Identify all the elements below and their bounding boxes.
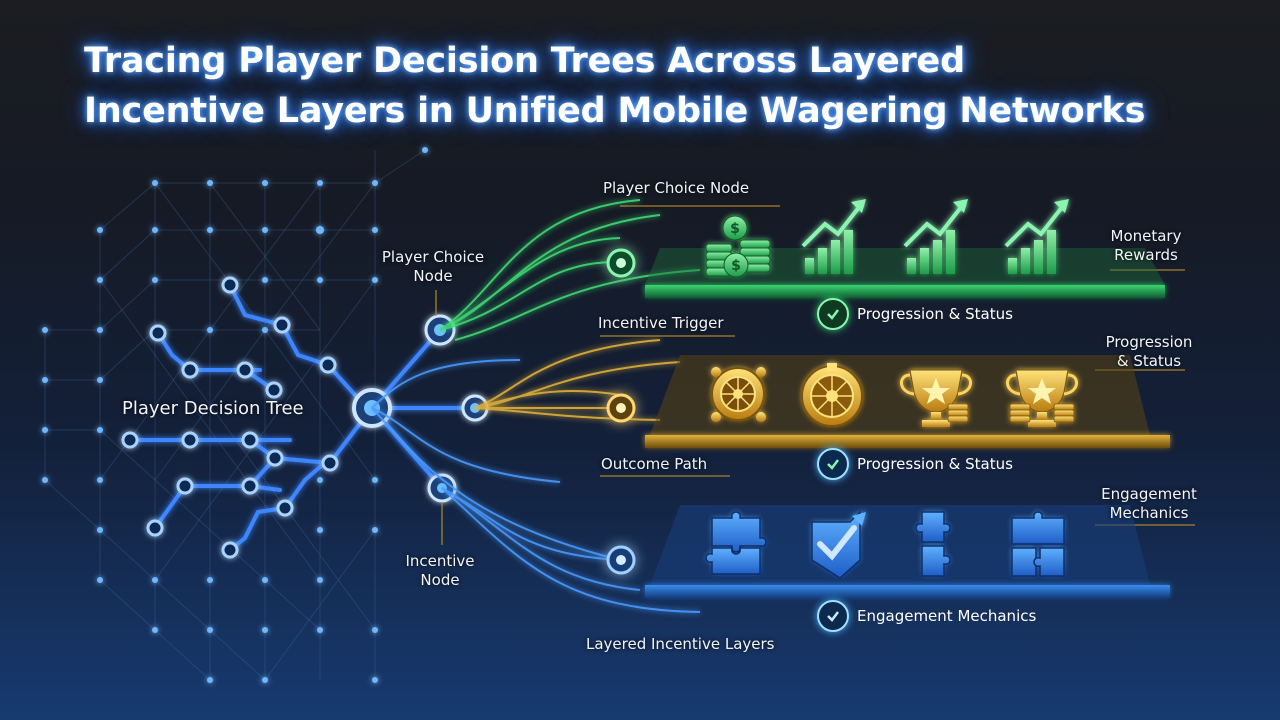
player-choice-node-label-line-2: Node xyxy=(413,267,453,285)
puzzle-icon xyxy=(1011,511,1065,577)
gold-layer-status: Progression & Status xyxy=(817,448,1013,480)
gold-layer-status-text: Progression & Status xyxy=(857,455,1013,473)
player-choice-node-label: Player Choice Node xyxy=(372,248,494,286)
layer-side-label-line-2: Mechanics xyxy=(1109,504,1189,522)
outcome-path-label: Outcome Path xyxy=(601,455,708,473)
trophy-icon xyxy=(900,369,972,427)
decision-tree-nodes xyxy=(121,276,489,559)
check-circle-icon xyxy=(817,600,849,632)
label-leaders xyxy=(435,205,1195,545)
green-stream xyxy=(439,199,701,341)
incentive-trigger-label: Incentive Trigger xyxy=(598,314,724,332)
gold-layer-entry-node xyxy=(606,393,636,423)
coin-stack-icon: $ $ xyxy=(705,215,771,278)
player-choice-node-label-line-1: Player Choice xyxy=(381,248,485,266)
blue-layer-entry-node xyxy=(606,545,636,575)
puzzle-icon xyxy=(915,511,951,577)
growth-chart-icon xyxy=(801,199,866,274)
puzzle-icon xyxy=(705,511,767,575)
layer-side-label-line-1: Monetary xyxy=(1110,227,1182,245)
layer-side-label-line-1: Progression xyxy=(1105,333,1193,351)
page-title: Tracing Player Decision Trees Across Lay… xyxy=(84,36,1234,136)
layer-side-label-engagement: Engagement Mechanics xyxy=(1090,485,1208,523)
incentive-node-label: Incentive Node xyxy=(390,552,490,590)
roulette-wheel-icon xyxy=(801,363,863,427)
svg-text:$: $ xyxy=(730,221,740,237)
decision-tree-label: Player Decision Tree xyxy=(122,398,304,419)
roulette-wheel-icon xyxy=(711,367,766,422)
green-layer-entry-node xyxy=(606,248,636,278)
blue-layer-status: Engagement Mechanics xyxy=(817,600,1036,632)
green-layer-status: Progression & Status xyxy=(817,298,1013,330)
blue-stream xyxy=(371,359,701,613)
check-circle-icon xyxy=(817,298,849,330)
blue-layer-status-text: Engagement Mechanics xyxy=(857,607,1037,625)
green-layer-status-text: Progression & Status xyxy=(857,305,1013,323)
check-circle-icon xyxy=(817,448,849,480)
trophy-icon xyxy=(1006,369,1078,427)
player-choice-node-top-label: Player Choice Node xyxy=(603,179,750,197)
growth-chart-icon xyxy=(1004,199,1069,274)
incentive-node-label-line-2: Node xyxy=(420,571,460,589)
background-grid-dots xyxy=(42,147,428,683)
incentive-node-label-line-1: Incentive xyxy=(405,552,475,570)
check-badge-icon xyxy=(811,510,866,579)
svg-text:$: $ xyxy=(731,258,741,274)
layer-side-label-progression: Progression & Status xyxy=(1094,333,1204,371)
title-line-1: Tracing Player Decision Trees Across Lay… xyxy=(84,41,965,81)
growth-chart-icon xyxy=(903,199,968,274)
title-line-2: Incentive Layers in Unified Mobile Wager… xyxy=(84,91,1146,131)
gold-stream xyxy=(474,339,681,421)
layer-side-label-line-2: Rewards xyxy=(1114,246,1178,264)
layer-side-label-line-1: Engagement xyxy=(1101,485,1197,503)
layer-side-label-line-2: & Status xyxy=(1116,352,1182,370)
layer-side-label-monetary: Monetary Rewards xyxy=(1096,227,1196,265)
layered-incentive-layers-label: Layered Incentive Layers xyxy=(586,635,775,653)
